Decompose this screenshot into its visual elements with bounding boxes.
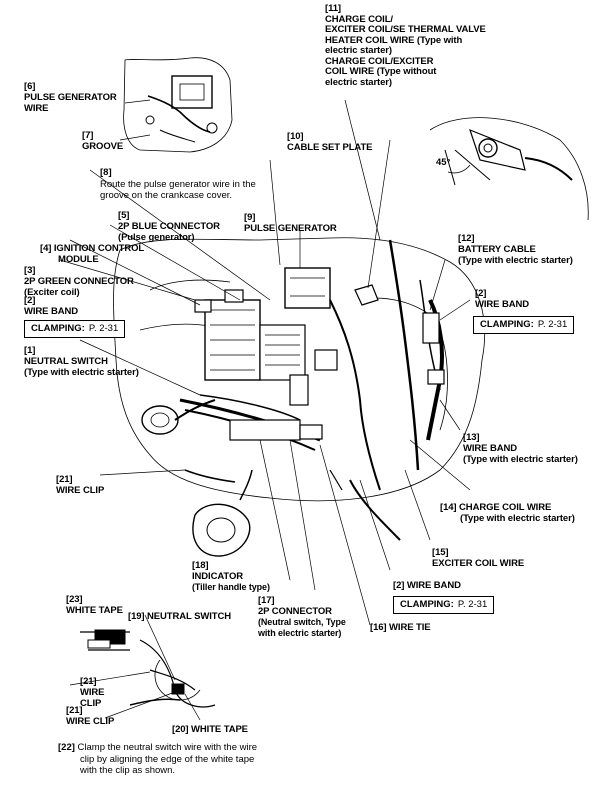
label-exciter-coil-wire: [15] EXCITER COIL WIRE	[432, 547, 525, 569]
label-wire-band-lower: [2] WIRE BAND	[393, 580, 461, 591]
label-2p-blue-connector: [5] 2P BLUE CONNECTOR (Pulse generator)	[118, 210, 220, 243]
label-wire-clip-21b: [21] WIRE CLIP	[80, 676, 105, 709]
label-white-tape-20: [20] WHITE TAPE	[172, 724, 248, 735]
label-route-note: [8] Route the pulse generator wire in th…	[100, 167, 256, 201]
label-wire-clip-21: [21] WIRE CLIP	[56, 474, 105, 496]
label-neutral-switch: [1] NEUTRAL SWITCH (Type with electric s…	[24, 345, 139, 378]
label-wire-band-13: [13] WIRE BAND (Type with electric start…	[463, 432, 578, 465]
label-groove: [7] GROOVE	[82, 130, 124, 152]
label-2p-green-connector: [3] 2P GREEN CONNECTOR (Exciter coil)	[24, 265, 134, 298]
label-clamp-note: [22] Clamp the neutral switch wire with …	[58, 742, 258, 776]
label-2p-connector: [17] 2P CONNECTOR (Neutral switch, Type …	[258, 595, 346, 638]
label-charge-coil-wire-14: [14] CHARGE COIL WIRE (Type with electri…	[440, 502, 575, 524]
label-white-tape-23: [23] WHITE TAPE	[66, 594, 123, 616]
label-neutral-switch-19: [19] NEUTRAL SWITCH	[128, 611, 231, 622]
engine-body	[113, 237, 485, 557]
label-pulse-generator: [9] PULSE GENERATOR	[244, 212, 337, 234]
label-wire-band-left: [2] WIRE BAND	[24, 295, 78, 317]
label-wire-tie: [16] WIRE TIE	[370, 622, 431, 633]
label-charge-coil-wire: [11] CHARGE COIL/ EXCITER COIL/SE THERMA…	[325, 3, 486, 88]
clamping-ref-lower: CLAMPING:P. 2-31	[393, 596, 495, 614]
neutral-switch-inset	[80, 629, 216, 708]
label-wire-clip-21c: [21] WIRE CLIP	[66, 705, 115, 727]
label-battery-cable: [12] BATTERY CABLE (Type with electric s…	[458, 233, 573, 266]
angle-value: 45°	[436, 157, 451, 168]
pulse-generator-inset	[123, 57, 233, 153]
label-indicator: [18] INDICATOR (Tiller handle type)	[192, 560, 270, 592]
clamping-ref-right: CLAMPING:P. 2-31	[473, 316, 575, 334]
clamping-ref-left: CLAMPING:P. 2-31	[24, 320, 126, 338]
label-pulse-generator-wire: [6] PULSE GENERATOR WIRE	[24, 81, 117, 114]
label-wire-band-right: [2] WIRE BAND	[475, 288, 529, 310]
label-cable-set-plate: [10] CABLE SET PLATE	[287, 131, 373, 153]
wire-clip-angle-inset	[429, 117, 589, 221]
leader-lines	[59, 99, 471, 721]
label-ignition-control-module: [4] IGNITION CONTROL MODULE	[40, 243, 145, 265]
